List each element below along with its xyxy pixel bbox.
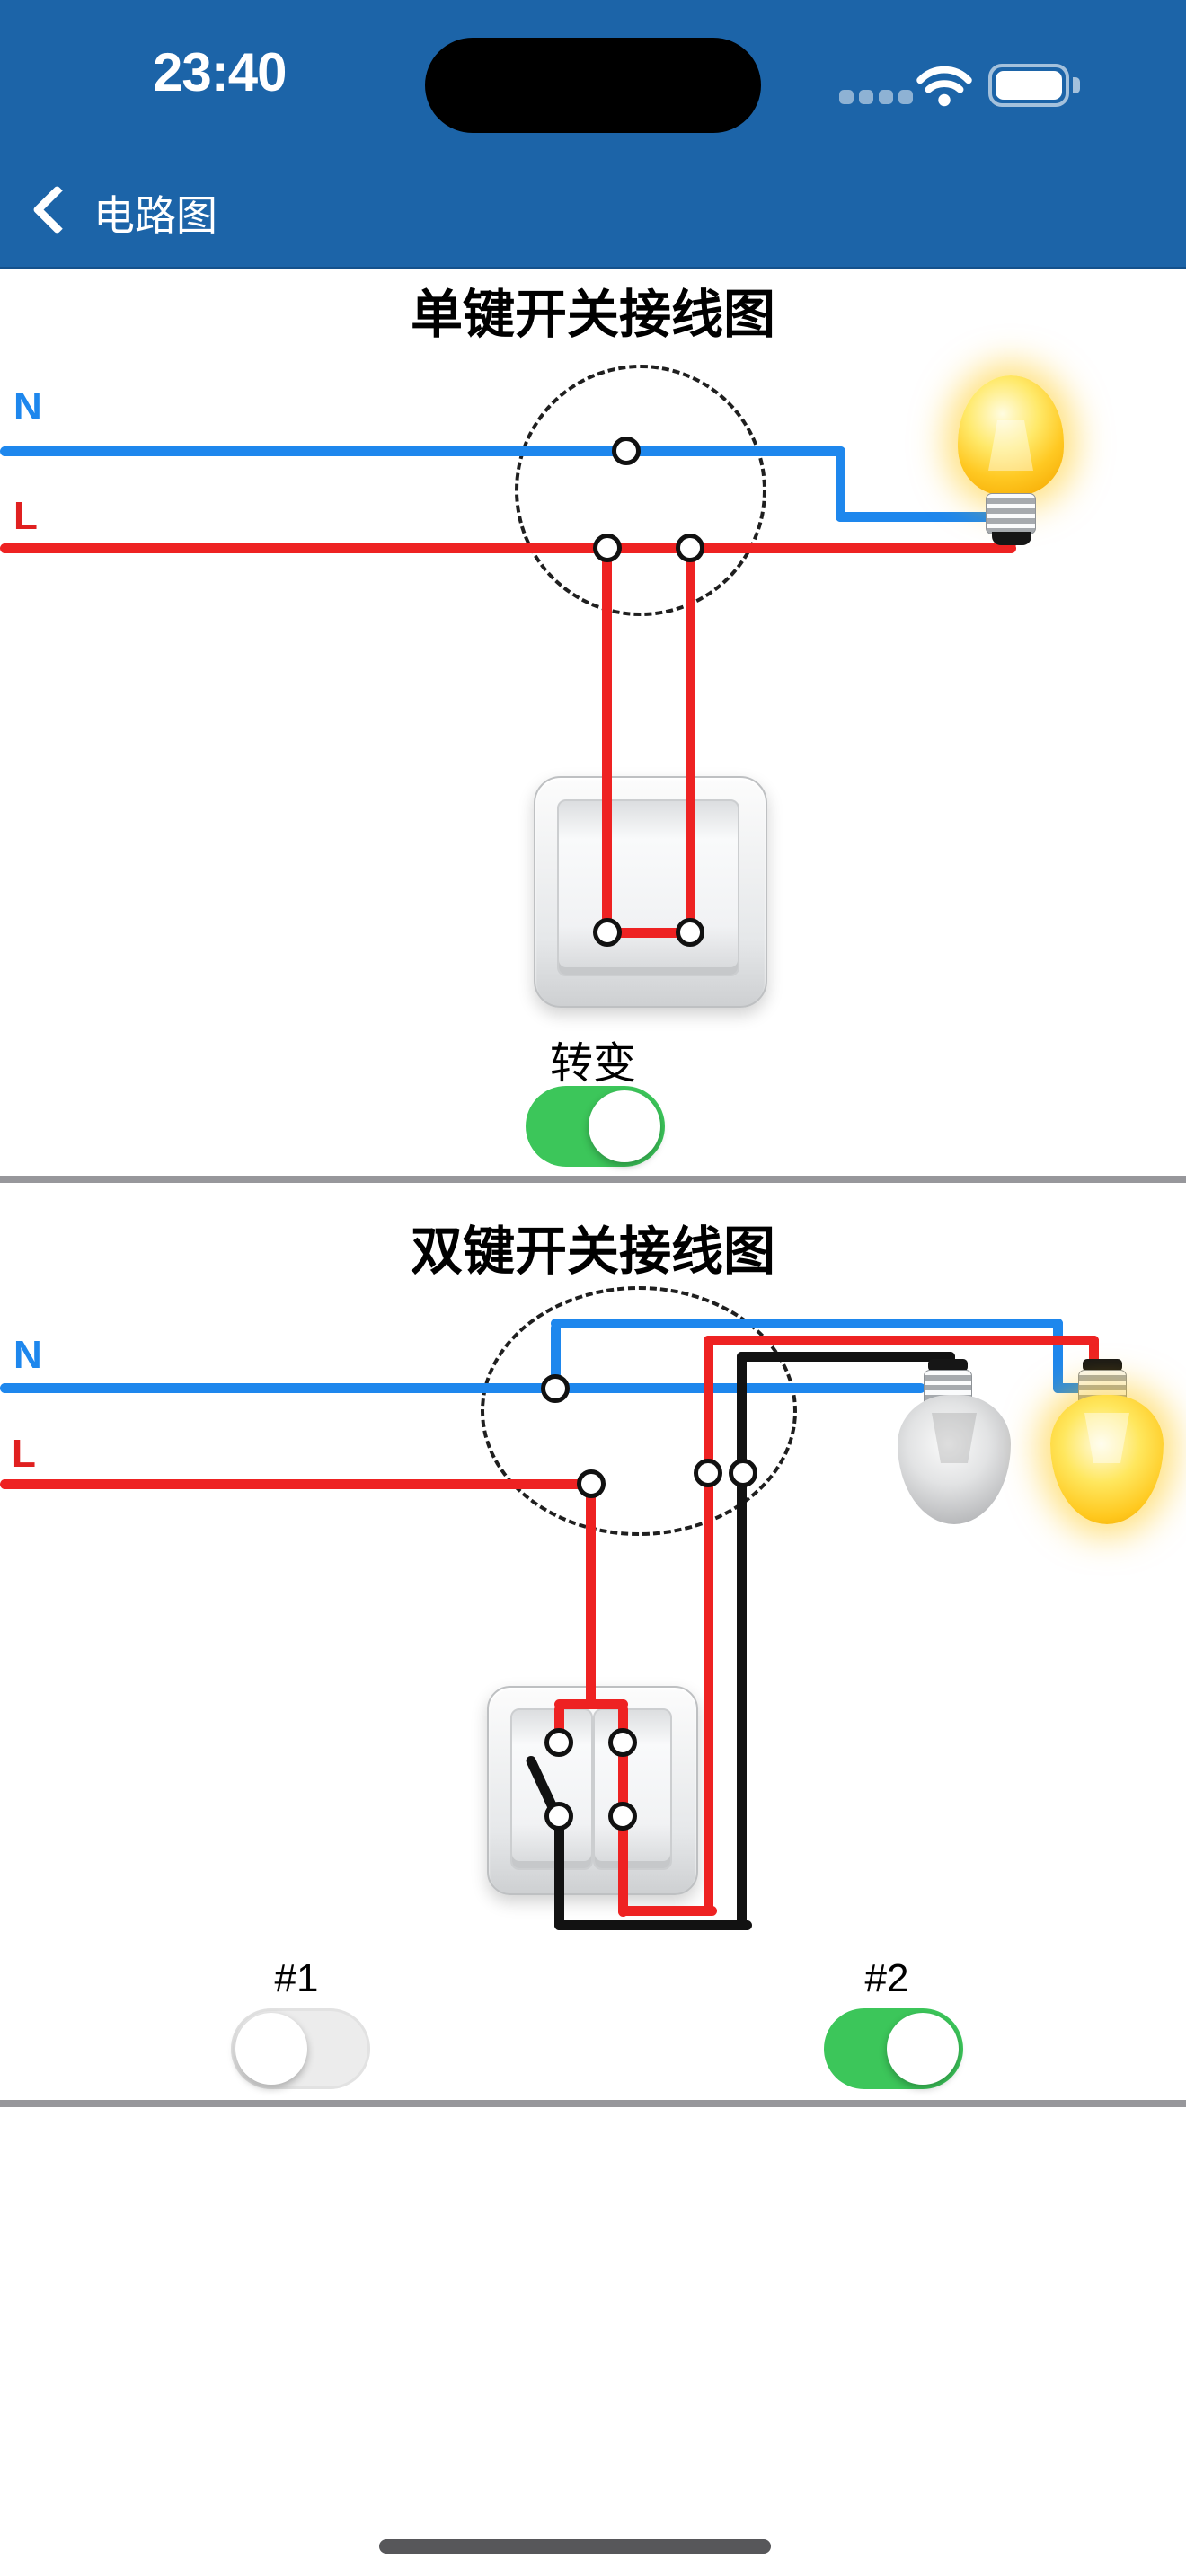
- signal-dot: [879, 90, 893, 104]
- switch-terminal: [676, 918, 704, 947]
- switch-terminal: [593, 918, 622, 947]
- lamp2-red-wire: [704, 1336, 713, 1916]
- toggle-knob[interactable]: [589, 1090, 660, 1162]
- bulb-lit-glass: [1050, 1395, 1164, 1524]
- bulb-lit-contact: [1083, 1359, 1122, 1372]
- switch-feed-wire: [554, 1699, 628, 1709]
- bulb-lit-glass: [958, 375, 1064, 496]
- switch-feed-wire: [554, 1705, 564, 1748]
- junction-box-circle: [481, 1286, 797, 1536]
- wire-terminal: [729, 1459, 757, 1487]
- bulb-off-contact: [928, 1359, 968, 1372]
- wire-terminal: [694, 1459, 722, 1487]
- toggle-knob[interactable]: [235, 2013, 307, 2085]
- toggle-switch-2[interactable]: [824, 2008, 963, 2089]
- lamp1-black-wire: [554, 1920, 752, 1930]
- bottom-divider: [0, 2100, 1186, 2107]
- switch-terminal: [608, 1728, 637, 1757]
- header-bar: 23:40 电路图: [0, 0, 1186, 269]
- wire-terminal: [676, 534, 704, 562]
- n-tap-wire: [551, 1319, 1063, 1328]
- battery-icon: [988, 64, 1069, 107]
- toggle2-label: #2: [864, 1956, 909, 2000]
- lamp1-black-wire: [554, 1813, 564, 1930]
- switch-feed-wire: [602, 548, 612, 936]
- switch-feed-wire: [618, 1705, 628, 1748]
- switch-terminal: [608, 1802, 637, 1831]
- bulb-off-glass: [898, 1395, 1011, 1524]
- n-wire: [0, 1383, 925, 1393]
- bulb-lit-filament: [1084, 1413, 1129, 1463]
- wire-terminal: [612, 437, 641, 465]
- lamp1-black-wire: [737, 1352, 747, 1930]
- wifi-icon: [916, 66, 972, 107]
- wire-terminal: [541, 1374, 570, 1403]
- lamp2-red-wire: [704, 1336, 1099, 1345]
- l-wire: [0, 543, 1016, 553]
- n-wire: [836, 446, 845, 522]
- battery-fill: [996, 71, 1062, 100]
- back-chevron-icon[interactable]: [31, 184, 83, 235]
- switch-bridge-wire: [602, 928, 695, 938]
- section1-title: 单键开关接线图: [410, 286, 775, 344]
- switch-terminal: [544, 1802, 573, 1831]
- wall-switch-rocker: [557, 799, 739, 976]
- toggle1-label: #1: [274, 1956, 319, 2000]
- toggle-knob[interactable]: [887, 2013, 959, 2085]
- n-tap-wire: [1053, 1383, 1087, 1393]
- wire-terminal: [577, 1469, 606, 1498]
- bulb-lit-filament: [988, 420, 1033, 471]
- l-wire-label: L: [13, 494, 38, 538]
- switch-feed-wire: [586, 1484, 596, 1705]
- bulb-lit-contact: [992, 532, 1031, 545]
- toggle-label: 转变: [549, 1040, 636, 1088]
- n-tap-wire: [551, 1323, 561, 1393]
- n-wire-label: N: [13, 384, 42, 428]
- toggle-switch-1[interactable]: [231, 2008, 370, 2089]
- bulb-lit-base: [986, 493, 1036, 534]
- lamp1-black-wire: [737, 1352, 955, 1362]
- n-wire: [836, 512, 993, 522]
- toggle-switch-single[interactable]: [526, 1086, 665, 1167]
- junction-box-circle: [515, 365, 766, 616]
- wire-terminal: [593, 534, 622, 562]
- section-divider: [0, 1176, 1186, 1183]
- battery-cap: [1073, 77, 1080, 93]
- n-wire-label: N: [13, 1333, 42, 1377]
- signal-dot: [859, 90, 873, 104]
- n-tap-wire: [1053, 1319, 1063, 1393]
- switch-return-wire: [686, 548, 695, 936]
- home-indicator[interactable]: [379, 2539, 771, 2554]
- lamp2-red-wire: [618, 1906, 717, 1916]
- signal-dot: [839, 90, 854, 104]
- l-wire-label: L: [12, 1432, 36, 1476]
- switch-terminal: [544, 1728, 573, 1757]
- n-wire: [0, 446, 845, 456]
- lamp2-red-wire: [1089, 1336, 1099, 1377]
- bulb-off-filament: [932, 1413, 977, 1463]
- dynamic-island: [425, 38, 761, 133]
- l-wire: [0, 1479, 597, 1489]
- signal-dot: [898, 90, 913, 104]
- status-time: 23:40: [153, 42, 287, 102]
- section2-title: 双键开关接线图: [410, 1222, 775, 1281]
- page-title: 电路图: [93, 192, 217, 239]
